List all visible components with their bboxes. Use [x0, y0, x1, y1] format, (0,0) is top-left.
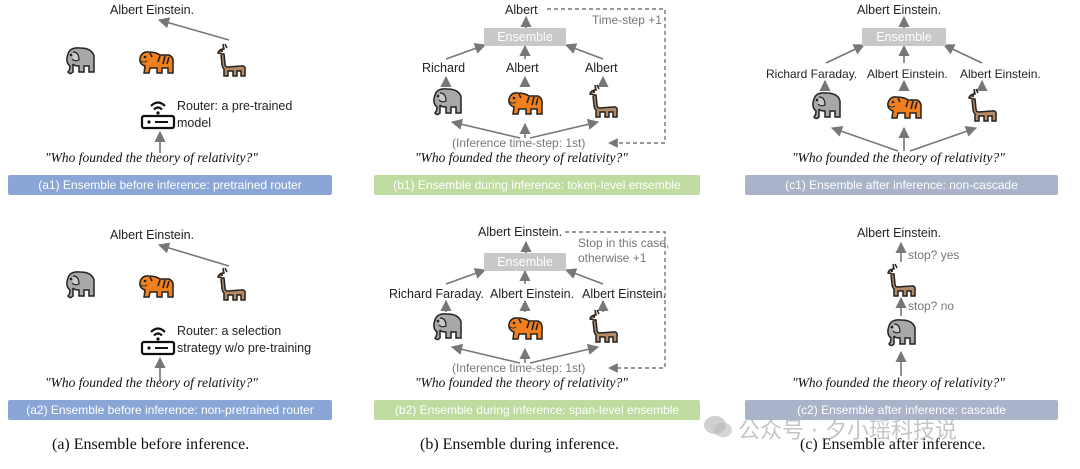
c1-model-output-1: Richard Faraday. [766, 67, 858, 81]
b1-loop-note: Time-step +1 [592, 13, 662, 27]
a1-label-bar: (a1) Ensemble before inference: pretrain… [8, 175, 332, 195]
b1-model-output-1: Richard [422, 61, 466, 75]
a2-router-label-2: strategy w/o pre-training [177, 341, 312, 355]
c1-label-bar: (c1) Ensemble after inference: non-casca… [745, 175, 1058, 195]
c2-stop-no: stop? no [908, 299, 955, 313]
c2-label-bar: (c2) Ensemble after inference: cascade [745, 400, 1058, 420]
tiger-icon [136, 266, 176, 306]
b1-output: Albert [505, 3, 538, 17]
c2-output: Albert Einstein. [857, 226, 942, 240]
b1-ensemble-box: Ensemble [484, 28, 566, 46]
caption-c: (c) Ensemble after inference. [800, 436, 986, 453]
c1-output: Albert Einstein. [857, 3, 942, 17]
c1-model-output-3: Albert Einstein. [960, 67, 1041, 81]
a2-question: "Who founded the theory of relativity?" [45, 375, 258, 390]
chat-bubble-icon [704, 416, 732, 438]
router-icon [138, 92, 178, 132]
b2-loop-note-2: otherwise +1 [578, 251, 647, 265]
a2-label-bar: (a2) Ensemble before inference: non-pret… [8, 400, 332, 420]
llama-icon [583, 81, 623, 121]
llama-icon [211, 264, 251, 304]
a2-output: Albert Einstein. [110, 228, 195, 242]
b2-model-output-1: Richard Faraday. [389, 287, 484, 301]
caption-a: (a) Ensemble before inference. [52, 436, 250, 453]
tiger-icon [505, 308, 545, 348]
elephant-icon [881, 314, 921, 354]
elephant-icon [60, 42, 100, 82]
c2-stop-yes: stop? yes [908, 248, 960, 262]
a2-router-label: Router: a selection [177, 324, 282, 338]
llama-icon [962, 85, 1002, 125]
b1-question: "Who founded the theory of relativity?" [415, 150, 628, 165]
c1-question: "Who founded the theory of relativity?" [792, 150, 1005, 165]
elephant-icon [427, 83, 467, 123]
router-icon [138, 318, 178, 358]
tiger-icon [505, 83, 545, 123]
elephant-icon [806, 87, 846, 127]
elephant-icon [60, 266, 100, 306]
b2-inference-step: (Inference time-step: 1st) [452, 361, 586, 375]
arrow [157, 17, 230, 41]
b1-model-output-3: Albert [585, 61, 618, 75]
b2-ensemble-box: Ensemble [484, 253, 566, 271]
b2-model-output-2: Albert Einstein. [490, 287, 575, 301]
caption-b: (b) Ensemble during inference. [420, 436, 620, 453]
llama-icon [881, 260, 921, 300]
a1-output: Albert Einstein. [110, 3, 195, 17]
a1-router-label-2: model [177, 116, 212, 130]
watermark: 公众号 · 夕小瑶科技说 [738, 419, 957, 444]
elephant-icon [427, 308, 467, 348]
b1-model-output-2: Albert [506, 61, 539, 75]
a1-question: "Who founded the theory of relativity?" [45, 150, 258, 165]
b2-output: Albert Einstein. [478, 225, 563, 239]
c1-model-output-2: Albert Einstein. [867, 67, 948, 81]
c1-ensemble-box: Ensemble [862, 28, 946, 46]
arrow [157, 242, 230, 267]
b2-label-bar: (b2) Ensemble during inference: span-lev… [374, 400, 700, 420]
llama-icon [211, 40, 251, 80]
b2-model-output-3: Albert Einstein. [582, 287, 667, 301]
c2-question: "Who founded the theory of relativity?" [792, 375, 1005, 390]
b2-loop-note: Stop in this case, [578, 236, 670, 250]
llama-icon [583, 306, 623, 346]
tiger-icon [884, 87, 924, 127]
b1-label-bar: (b1) Ensemble during inference: token-le… [374, 175, 700, 195]
tiger-icon [136, 42, 176, 82]
b2-question: "Who founded the theory of relativity?" [415, 375, 628, 390]
a1-router-label: Router: a pre-trained [177, 99, 293, 113]
b1-inference-step: (Inference time-step: 1st) [452, 136, 586, 150]
